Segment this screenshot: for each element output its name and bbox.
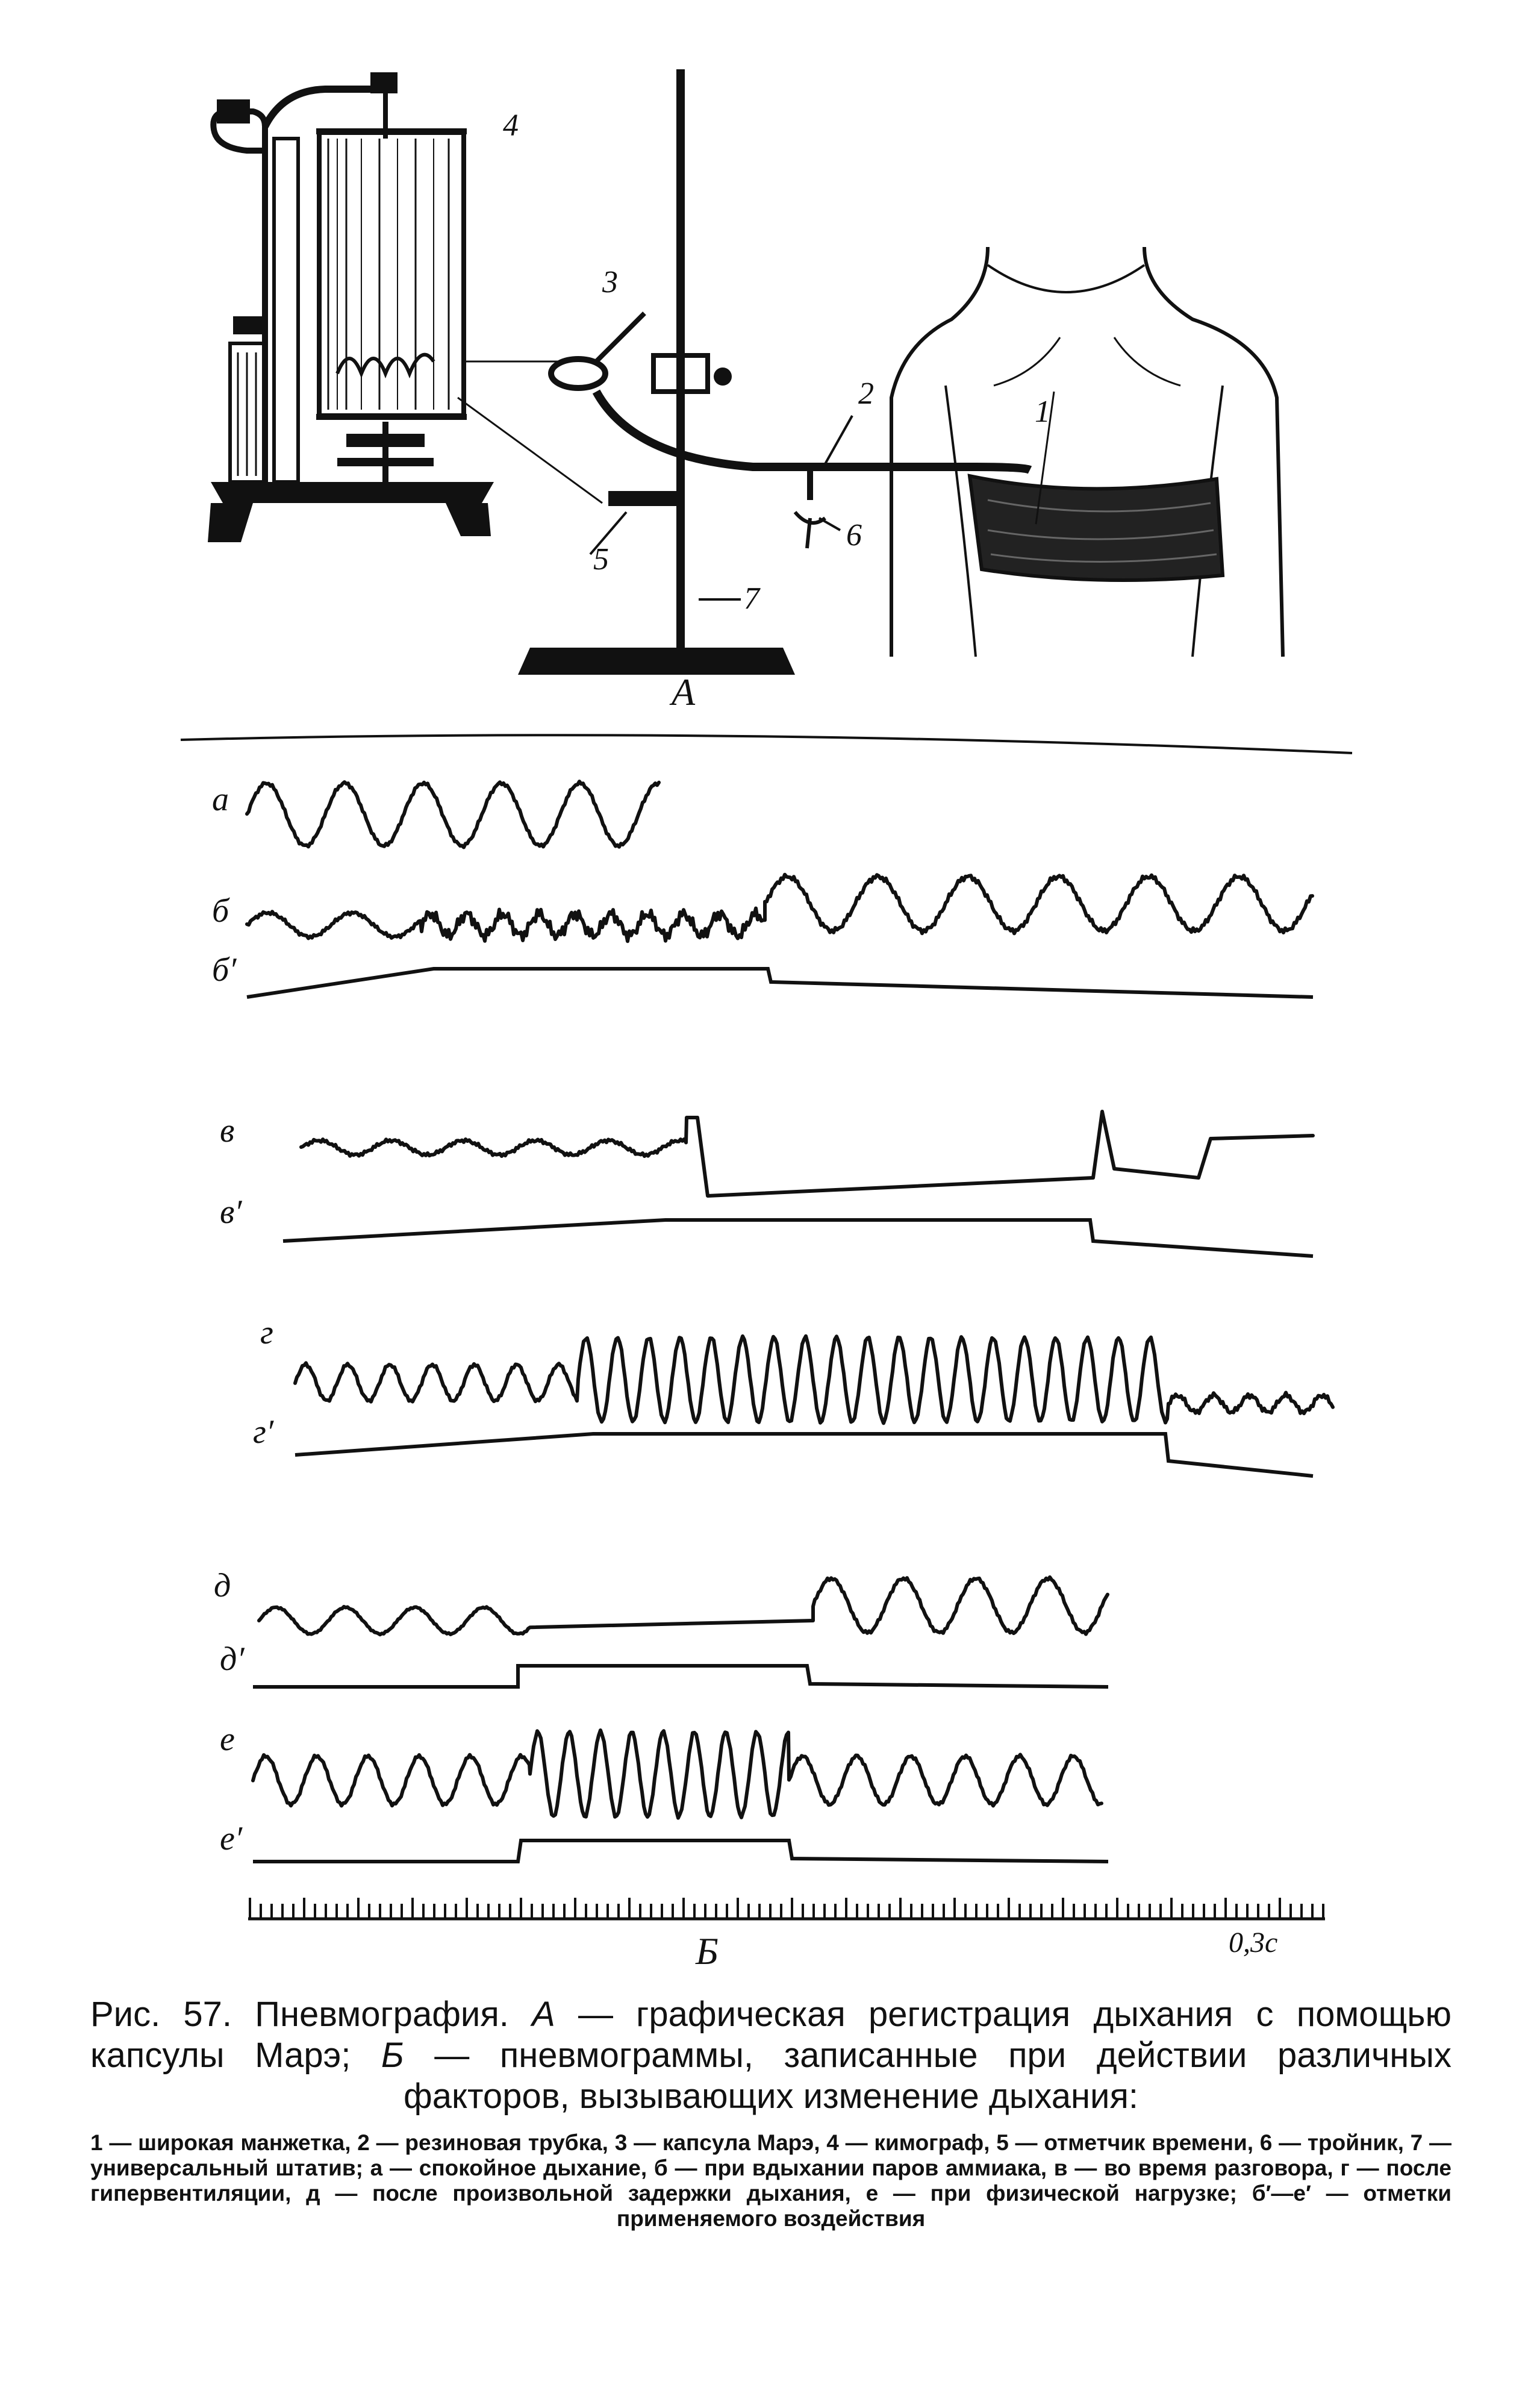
caption-prefix: Рис. 57. Пневмография. bbox=[90, 1995, 532, 2034]
trace-b bbox=[245, 872, 1314, 943]
caption-b-letter: Б bbox=[381, 2036, 404, 2075]
trace-label-g: г bbox=[260, 1314, 273, 1351]
trace-label-v: в bbox=[220, 1112, 234, 1149]
trace-d bbox=[257, 1575, 1109, 1637]
trace-e bbox=[251, 1728, 1103, 1820]
trace-label-a: а bbox=[212, 781, 229, 818]
trace-label-d: д bbox=[214, 1567, 231, 1604]
kymograph-baseline bbox=[180, 734, 1353, 754]
marker-b-prime bbox=[246, 967, 1314, 999]
trace-label-g-prime: г′ bbox=[253, 1413, 274, 1451]
apparatus-illustration bbox=[208, 69, 1285, 675]
label-1: 1 bbox=[1035, 395, 1050, 429]
pneumogram-traces bbox=[245, 780, 1335, 1820]
label-4: 4 bbox=[503, 108, 519, 143]
trace-label-b: б bbox=[212, 892, 230, 930]
label-6: 6 bbox=[846, 518, 862, 552]
trace-a bbox=[245, 780, 661, 849]
trace-v bbox=[299, 1110, 1315, 1198]
marker-v-prime bbox=[282, 1218, 1314, 1258]
label-2: 2 bbox=[858, 377, 874, 411]
panel-a-letter: А bbox=[669, 671, 696, 713]
trace-label-b-prime: б′ bbox=[212, 951, 237, 989]
label-3: 3 bbox=[602, 265, 618, 299]
stimulus-markers bbox=[246, 967, 1314, 1863]
trace-label-e: е bbox=[220, 1721, 235, 1758]
caption-a-letter: А bbox=[532, 1995, 555, 2034]
label-7: 7 bbox=[744, 581, 761, 616]
marker-e-prime bbox=[253, 1839, 1109, 1863]
panel-b-letter: Б bbox=[695, 1930, 719, 1972]
caption-legend: 1 — широкая манжетка, 2 — резиновая труб… bbox=[90, 2130, 1451, 2231]
trace-label-e-prime: е′ bbox=[220, 1820, 243, 1857]
trace-label-d-prime: д′ bbox=[220, 1640, 245, 1678]
trace-g bbox=[293, 1334, 1335, 1425]
marker-g-prime bbox=[295, 1432, 1314, 1478]
apparatus-number-labels: 1 2 3 4 5 6 7 bbox=[503, 108, 1050, 616]
marker-d-prime bbox=[253, 1664, 1109, 1689]
trace-label-v-prime: в′ bbox=[220, 1193, 242, 1231]
figure-caption: Рис. 57. Пневмография. А — графическая р… bbox=[90, 1994, 1451, 2231]
caption-title: Рис. 57. Пневмография. А — графическая р… bbox=[90, 1994, 1451, 2117]
trace-labels: а б б′ в в′ г г′ д д′ е е′ bbox=[212, 781, 274, 1857]
time-scale bbox=[248, 1898, 1325, 1921]
caption-b-text: — пневмограммы, записанные при действии … bbox=[404, 2036, 1451, 2116]
caption-a-text: — графическая регистрация дыхания с помо… bbox=[90, 1995, 1452, 2075]
time-scale-label: 0,3с bbox=[1229, 1927, 1277, 1959]
